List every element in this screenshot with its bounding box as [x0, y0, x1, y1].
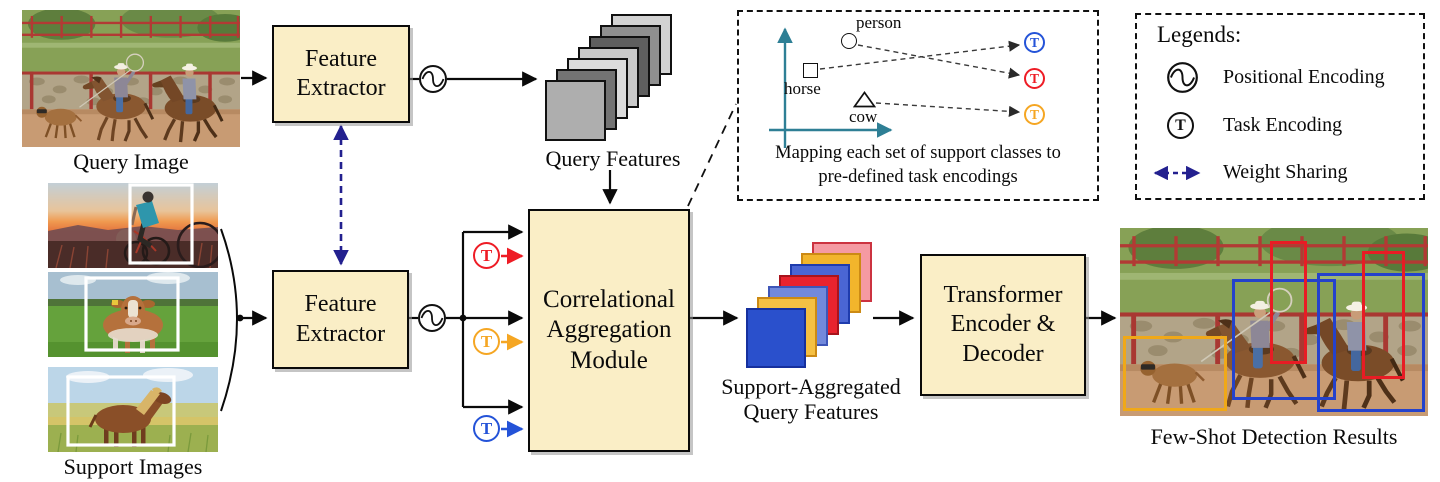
feature-extractor-bottom-box: Feature Extractor [272, 270, 409, 369]
task-encoding-icon: T [1167, 112, 1194, 139]
support-bbox-cow [84, 276, 180, 352]
legend-task-letter: T [1175, 116, 1186, 134]
mapping-task-red-letter: T [1029, 70, 1039, 86]
support-aggregated-label-line2: Query Features [743, 399, 879, 425]
support-aggregated-label: Support-Aggregated Query Features [710, 374, 912, 425]
legend-box [1135, 13, 1425, 200]
support-image-cow [48, 272, 218, 357]
positional-encoding-icon [1167, 62, 1198, 93]
cam-line2: Aggregation [546, 316, 672, 344]
mapping-callout-box [737, 10, 1099, 201]
correlational-aggregation-module-box: Correlational Aggregation Module [528, 209, 690, 452]
detection-bbox-cow [1123, 336, 1227, 411]
legend-positional-label: Positional Encoding [1223, 66, 1385, 88]
mapping-caption-line2: pre-defined task encodings [818, 167, 1018, 188]
mapping-task-encoding-yellow: T [1024, 104, 1045, 125]
biker-photo-illustration [48, 183, 218, 268]
query-features-label: Query Features [545, 146, 681, 171]
mapping-task-yellow-letter: T [1029, 106, 1039, 122]
task-encoding-red-letter: T [480, 245, 493, 265]
mapping-label-person: person [856, 13, 902, 32]
transformer-line1: Transformer [943, 282, 1063, 309]
positional-encoding-icon-top [419, 65, 447, 93]
feature-extractor-top-line2: Extractor [296, 75, 386, 101]
detection-results-label: Few-Shot Detection Results [1150, 424, 1398, 449]
branch-junction-dot [459, 314, 467, 322]
cam-line1: Correlational [543, 285, 675, 313]
horse-photo-illustration [48, 367, 218, 452]
transformer-line3: Decoder [962, 340, 1044, 367]
task-encoding-blue-letter: T [480, 418, 493, 438]
query-image-label: Query Image [73, 149, 189, 174]
support-image-person [48, 183, 218, 268]
transformer-box: Transformer Encoder & Decoder [920, 254, 1086, 396]
mapping-marker-person [841, 33, 857, 49]
query-image [22, 10, 240, 147]
mapping-marker-horse [803, 63, 818, 78]
mapping-caption-line1: Mapping each set of support classes to [775, 143, 1061, 163]
support-gather-bracket [220, 228, 238, 412]
weight-sharing-icon [1153, 165, 1201, 181]
cam-line3: Module [570, 346, 648, 374]
task-encoding-yellow: T [473, 328, 500, 355]
transformer-line2: Encoder & [950, 311, 1056, 338]
feature-extractor-bottom-line1: Feature [304, 291, 377, 318]
cow-photo-illustration [48, 272, 218, 357]
legend-weight-sharing-label: Weight Sharing [1223, 161, 1348, 183]
support-bbox-person [128, 183, 194, 265]
bracket-junction-dot [236, 314, 244, 322]
positional-encoding-icon-bottom [418, 304, 446, 332]
mapping-caption: Mapping each set of support classes to p… [749, 141, 1087, 189]
support-bbox-horse [66, 375, 176, 447]
mapping-marker-cow [853, 91, 876, 108]
support-images-label: Support Images [63, 454, 203, 479]
legend-task-label: Task Encoding [1223, 114, 1343, 136]
support-aggregated-label-line1: Support-Aggregated [721, 374, 901, 399]
task-encoding-yellow-letter: T [480, 331, 493, 351]
detection-bbox-person-left [1270, 241, 1307, 364]
feature-extractor-top-line1: Feature [305, 45, 377, 72]
detection-bbox-horse-right [1317, 273, 1425, 412]
mapping-label-horse: horse [784, 79, 821, 98]
feature-extractor-top-box: Feature Extractor [272, 25, 410, 123]
mapping-task-blue-letter: T [1029, 34, 1039, 50]
feature-extractor-bottom-line2: Extractor [295, 320, 386, 347]
detection-results-image [1120, 228, 1428, 416]
support-image-horse [48, 367, 218, 452]
task-encoding-blue: T [473, 415, 500, 442]
detection-bbox-horse-left [1232, 279, 1336, 400]
rodeo-photo-illustration [22, 10, 240, 147]
mapping-task-encoding-red: T [1024, 68, 1045, 89]
mapping-task-encoding-blue: T [1024, 32, 1045, 53]
detection-bbox-person-right [1362, 251, 1405, 379]
task-encoding-red: T [473, 242, 500, 269]
mapping-label-cow: cow [849, 107, 878, 126]
legend-title: Legends: [1157, 22, 1242, 47]
